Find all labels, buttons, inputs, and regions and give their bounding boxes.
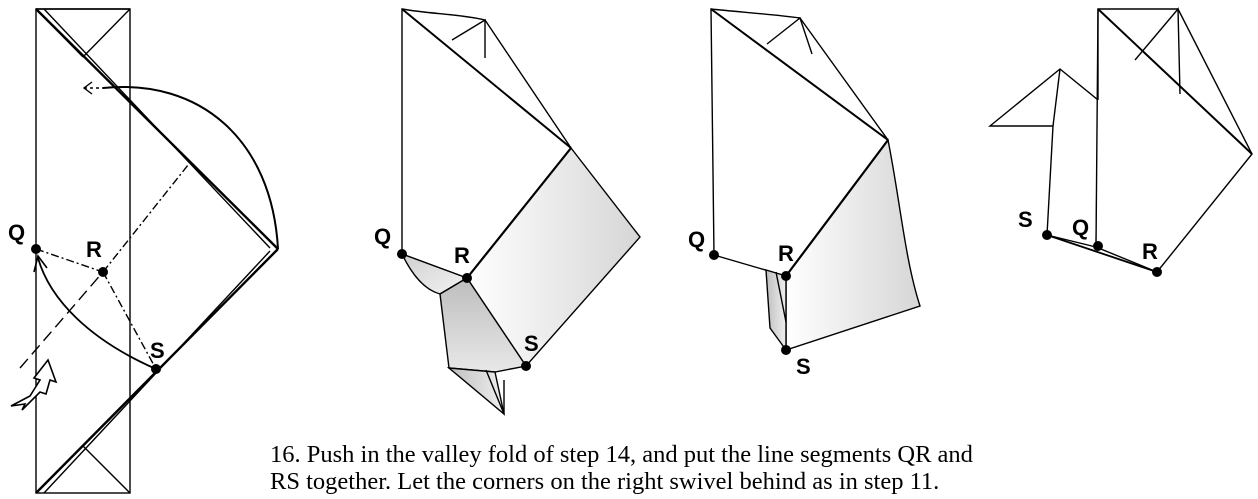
caption-line-2: RS together. Let the corners on the righ… (270, 468, 940, 495)
figure-3-hanging-edge (775, 271, 787, 323)
figure-4-label-q: Q (1072, 215, 1089, 240)
figure-1-push-arrow-icon (10, 358, 58, 411)
figure-4-bottom-edge (1046, 234, 1158, 273)
figure-1-curved-arrow (37, 257, 157, 370)
figure-4-point-r (1152, 267, 1162, 277)
figure-3-right-panel (785, 138, 921, 351)
figure-1-paper-strip (35, 8, 131, 494)
figure-3-folding (710, 8, 921, 353)
figure-4-label-s: S (1018, 207, 1033, 232)
figure-3-point-s (781, 345, 791, 355)
figure-2-point-s (521, 361, 531, 371)
figure-3-point-r (781, 271, 791, 281)
figure-4-label-r: R (1142, 239, 1158, 264)
figure-2-point-q (397, 249, 407, 259)
figure-2-diagonal-edge (401, 8, 572, 149)
figure-1-crease-q-r (35, 248, 104, 273)
caption-line-1: 16. Push in the valley fold of step 14, … (270, 441, 973, 468)
figure-3-fold-line (785, 139, 889, 277)
figure-3-top-corner (766, 16, 813, 55)
figure-2-label-s: S (524, 331, 539, 356)
figure-1-crease-r-s (102, 271, 157, 370)
figure-1-label-r: R (86, 237, 102, 262)
figure-1-label-q: Q (8, 220, 25, 245)
figure-1-label-s: S (150, 338, 165, 363)
figure-1-point-q (31, 244, 41, 254)
figure-1-crease-pattern (10, 8, 279, 494)
figure-3-label-r: R (778, 241, 794, 266)
figure-2-tip-flap (446, 367, 506, 416)
figure-2-tip-edge (485, 369, 505, 415)
figure-3-point-q (709, 250, 719, 260)
figure-4-diagonal-edge (1097, 8, 1253, 155)
figure-4-top-corner (1134, 7, 1181, 95)
figure-4-result (988, 7, 1253, 273)
figure-3-label-q: Q (688, 227, 705, 252)
step-caption: 16. Push in the valley fold of step 14, … (270, 441, 1250, 495)
figure-3-label-s: S (796, 354, 811, 379)
figure-4-main-flap (1095, 8, 1253, 273)
figure-2-folding (400, 8, 641, 416)
figure-1-dotted-arrowhead (82, 81, 93, 95)
figure-1-dashed-fold (19, 271, 104, 369)
figure-1-swing-arrow (102, 85, 279, 250)
figure-1-upper-diagonal-inner (43, 8, 271, 249)
figure-4-left-flap-crease (1052, 68, 1061, 127)
figure-2-top-corner (451, 18, 486, 58)
figure-2-label-q: Q (374, 224, 391, 249)
figure-2-label-r: R (454, 243, 470, 268)
figure-4-point-s (1042, 230, 1052, 240)
figure-3-diagonal-edge (710, 8, 889, 141)
figure-2-fold-line (466, 147, 572, 279)
figure-1-point-r (98, 267, 108, 277)
figure-1-curved-arrowhead (33, 254, 48, 273)
figure-1-point-s (151, 364, 161, 374)
figure-4-point-q (1093, 241, 1103, 251)
figure-2-point-r (462, 273, 472, 283)
figure-1-crease-r-top (102, 164, 189, 273)
